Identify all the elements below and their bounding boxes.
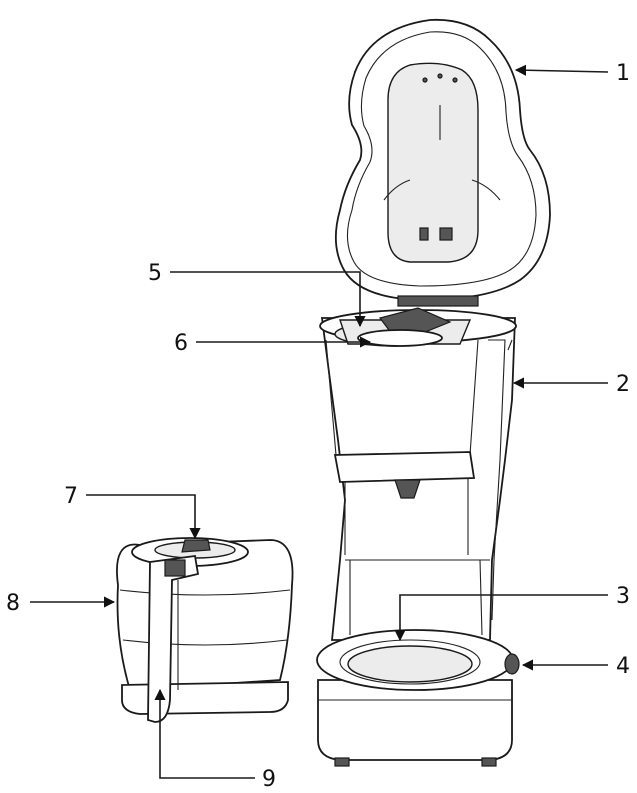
callout-labels: 1 2 3 4 5 6 7 8 9 (6, 61, 630, 792)
coffee-maker-body (316, 309, 520, 767)
callout-label-4: 4 (616, 654, 630, 679)
power-switch (504, 653, 520, 675)
callout-label-5: 5 (148, 261, 162, 286)
callout-label-1: 1 (616, 61, 630, 86)
callout-label-7: 7 (64, 484, 78, 509)
glass-carafe (116, 537, 294, 723)
leader-9 (154, 688, 255, 779)
callout-leaders (30, 64, 609, 779)
open-lid (334, 18, 551, 307)
callout-label-2: 2 (616, 372, 630, 397)
leader-3 (394, 594, 608, 642)
leader-1 (514, 64, 609, 76)
leader-7 (86, 494, 201, 540)
callout-label-6: 6 (174, 331, 188, 356)
filter-basket (339, 307, 472, 347)
callout-label-8: 8 (6, 591, 20, 616)
leader-5 (170, 271, 366, 328)
callout-label-3: 3 (616, 584, 630, 609)
callout-label-9: 9 (262, 767, 276, 792)
